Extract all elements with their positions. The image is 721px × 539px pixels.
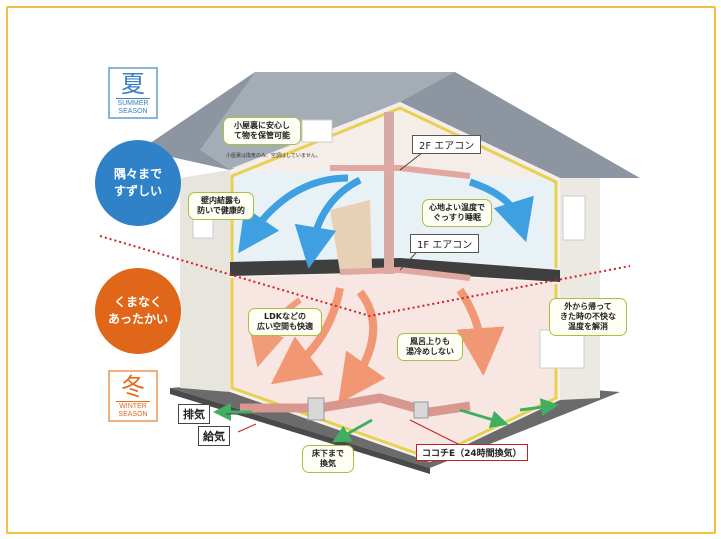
cool-air-arrow [468,178,534,243]
warm-air-arrow [456,287,505,376]
ventilation-system-label: ココチE（24時間換気） [416,444,528,461]
bath-label-line1: 風呂上りも [410,337,450,346]
floor-label-line2: 換気 [320,459,336,468]
summer-badge-line2: すずしい [113,184,162,198]
staircase [330,200,372,272]
attic-label-line1: 小屋裏に安心し [234,121,290,130]
warm-air-arrow [338,289,386,404]
duct-upper [330,165,471,179]
season-divider-line [99,235,631,318]
sleep-comfort-label: 心地よい温度で ぐっすり睡眠 [422,199,492,227]
winter-season-box: 冬 WINTER SEASON [108,370,158,422]
wall-condensation-label: 壁内結露も 防いで健康的 [188,192,254,220]
summer-season-box: 夏 SUMMER SEASON [108,67,158,119]
winter-label: WINTER [119,403,147,410]
winter-badge: くまなくあったかい [95,268,181,354]
underfloor-vent-label: 床下まで 換気 [302,445,354,473]
exhaust-tag: 排気 [178,404,210,424]
ldk-label: LDKなどの 広い空間も快適 [248,308,322,336]
floor-label-line1: 床下まで [312,449,344,458]
bath-label: 風呂上りも 湯冷めしない [397,333,463,361]
attic-note: 小屋裏は換気のみ、空調はしていません。 [226,153,321,159]
cool-air-arrow [238,174,349,254]
ldk-label-line2: 広い空間も快適 [257,322,313,331]
outer-frame [6,6,716,534]
return-home-label: 外から帰って きた時の不快な 温度を解消 [549,298,627,336]
summer-label: SUMMER [117,100,149,107]
winter-badge-line1: くまなく [113,295,162,309]
return-label-line2: きた時の不快な [560,312,616,321]
wall-label-line1: 壁内結露も [201,196,241,205]
ldk-label-line1: LDKなどの [264,312,306,321]
return-label-line3: 温度を解消 [568,322,608,331]
season-label: SEASON [118,108,148,115]
upper-aircon-label: 2F エアコン [412,135,482,154]
supply-tag: 給気 [198,426,230,446]
vent-airflow-arrow [332,418,373,443]
summer-badge-line1: 隅々まで [113,167,162,181]
wall-label-line2: 防いで健康的 [197,206,245,215]
cool-air-arrow [294,176,362,269]
lower-aircon-label: 1F エアコン [410,234,480,253]
winter-kanji: 冬 [121,373,145,401]
attic-label-line2: て物を保管可能 [234,131,290,140]
winter-badge-line2: あったかい [107,312,168,326]
return-label-line1: 外から帰って [564,302,612,311]
season-label: SEASON [118,411,148,418]
attic-label: 小屋裏に安心し て物を保管可能 [223,117,301,145]
sleep-label-line1: 心地よい温度で [429,203,485,212]
summer-badge: 隅々まですずしい [95,140,181,226]
summer-kanji: 夏 [121,70,145,98]
vent-airflow-arrow [519,398,559,417]
vent-airflow-arrow [459,408,509,429]
bath-label-line2: 湯冷めしない [406,347,454,356]
warm-air-arrow [270,287,344,385]
sleep-label-line2: ぐっすり睡眠 [433,213,481,222]
